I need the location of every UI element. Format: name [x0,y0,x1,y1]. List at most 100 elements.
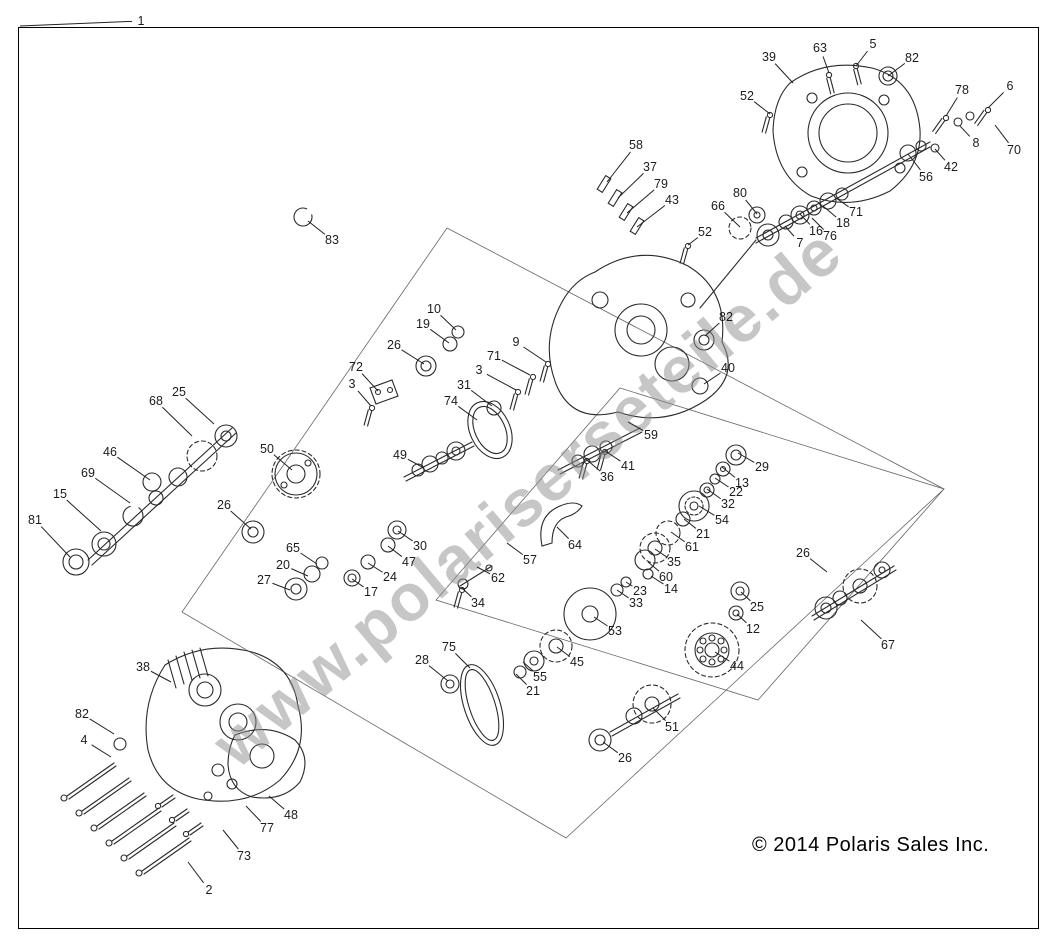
leader-line-53 [593,616,608,627]
callout-65: 65 [286,540,300,555]
callout-17: 17 [364,584,378,599]
callout-30: 30 [413,538,427,553]
callout-77: 77 [260,820,274,835]
leader-line-31 [470,389,493,407]
leader-line-49 [407,458,425,469]
callout-25: 25 [172,384,186,399]
leader-line-80 [745,199,758,215]
callout-67: 67 [881,637,895,652]
leader-line-29 [737,452,755,463]
leader-line-26 [230,510,252,530]
leader-line-10 [440,314,457,331]
callout-52: 52 [740,88,754,103]
leader-line-70 [994,124,1009,144]
leader-line-27 [272,582,291,591]
callout-45: 45 [570,654,584,669]
callout-4: 4 [80,732,88,747]
leader-line-73 [222,829,239,850]
leader-line-32 [706,488,721,500]
callout-82: 82 [905,50,919,65]
leader-line-55 [522,661,534,672]
leader-line-82 [704,322,720,337]
leader-line-68 [162,406,193,437]
leader-line-24 [367,562,383,573]
leader-line-81 [40,526,71,558]
leader-line-71 [501,359,531,376]
callout-41: 41 [621,458,635,473]
leader-line-67 [860,619,882,640]
leader-line-52 [687,237,699,246]
leader-line-61 [670,531,685,543]
callout-31: 31 [457,377,471,392]
callout-60: 60 [659,569,673,584]
leader-line-77 [245,805,262,822]
leader-line-3 [357,390,372,407]
callout-49: 49 [393,447,407,462]
callout-2: 2 [205,882,213,897]
callout-57: 57 [523,552,537,567]
leader-line-50 [273,454,293,471]
leader-line-3 [486,373,517,391]
callout-19: 19 [416,316,430,331]
leader-line-7 [784,225,795,237]
leader-line-20 [291,568,309,577]
leader-line-18 [822,205,837,218]
leader-line-37 [617,172,644,199]
callout-26: 26 [796,545,810,560]
leader-line-56 [907,153,921,171]
leader-line-22 [714,477,729,488]
leader-line-35 [654,548,667,558]
leader-line-13 [721,466,736,478]
leader-line-30 [397,530,413,542]
callout-28: 28 [415,652,429,667]
callout-26: 26 [618,750,632,765]
leader-line-1 [19,20,133,27]
callout-71: 71 [487,348,501,363]
leader-line-17 [351,578,364,588]
callout-81: 81 [28,512,42,527]
leader-line-34 [461,587,472,598]
leader-line-58 [606,151,631,183]
callout-58: 58 [629,137,643,152]
callout-26: 26 [387,337,401,352]
leader-line-4 [91,744,112,758]
callout-5: 5 [869,36,877,51]
leader-line-41 [604,450,621,462]
leader-line-36 [586,459,601,472]
callout-35: 35 [667,554,681,569]
callout-25: 25 [750,599,764,614]
callout-63: 63 [813,40,827,55]
callout-12: 12 [746,621,760,636]
leader-line-2 [187,861,205,884]
callout-48: 48 [284,807,298,822]
callout-23: 23 [633,583,647,598]
leader-line-69 [95,477,131,504]
callout-14: 14 [664,581,678,596]
leader-line-47 [387,545,403,557]
leader-line-51 [652,707,666,721]
callout-55: 55 [533,669,547,684]
leader-line-39 [774,63,794,84]
leader-line-15 [66,499,102,532]
copyright-text: © 2014 Polaris Sales Inc. [752,834,990,856]
callout-62: 62 [491,570,505,585]
callout-80: 80 [733,185,747,200]
callout-18: 18 [836,215,850,230]
callout-6: 6 [1006,78,1014,93]
leader-line-45 [556,646,571,657]
callout-1: 1 [137,13,145,28]
callout-7: 7 [796,235,804,250]
callout-74: 74 [444,393,458,408]
leader-line-26 [809,558,828,573]
callout-15: 15 [53,486,67,501]
callout-8: 8 [972,135,980,150]
leader-line-64 [556,526,569,539]
leader-line-38 [150,670,172,683]
leader-line-33 [616,589,629,599]
leader-line-62 [476,566,491,575]
leader-line-21 [515,673,527,685]
callout-50: 50 [260,441,274,456]
